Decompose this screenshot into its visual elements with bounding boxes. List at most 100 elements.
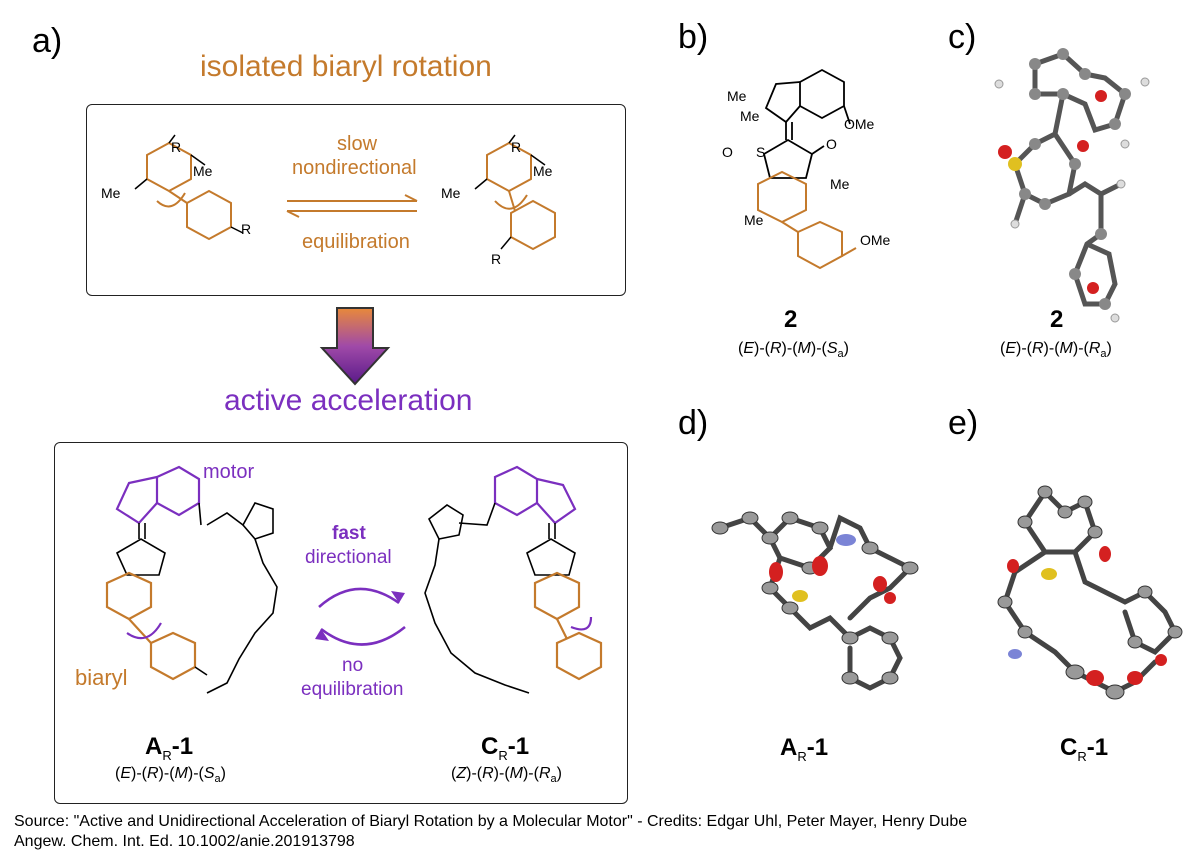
stereo-part: )-( xyxy=(158,765,175,782)
source-line-2: Angew. Chem. Int. Ed. 10.1002/anie.20191… xyxy=(14,833,355,850)
stereo-part: ( xyxy=(451,765,457,782)
stereo-part: )-( xyxy=(1072,340,1089,357)
top-scheme-box: R Me Me R slow nondirectional equilibrat… xyxy=(86,104,626,296)
e-suffix: -1 xyxy=(1086,734,1109,761)
d-main: A xyxy=(780,734,798,761)
stereo-part: ) xyxy=(220,765,226,782)
left-sub-r-top: R xyxy=(171,139,182,155)
stereo-part: ( xyxy=(738,340,744,357)
stereo-part: )-( xyxy=(1043,340,1060,357)
stereo-part: ) xyxy=(843,340,849,357)
panel-d-crystal-structure xyxy=(711,511,919,691)
compound-ar1-sub: R xyxy=(162,747,172,763)
d-suffix: -1 xyxy=(806,734,829,761)
stereo-part: ) xyxy=(556,765,562,782)
left-macrocycle-molecule xyxy=(105,465,278,694)
stereo-part: )-( xyxy=(466,765,483,782)
b-me-2: Me xyxy=(740,108,760,124)
stereo-part: E xyxy=(120,765,131,782)
stereo-part: M xyxy=(509,765,523,782)
panel-b-structure xyxy=(757,68,857,270)
label-nondirectional: nondirectional xyxy=(292,157,417,179)
stereo-part: a xyxy=(550,773,557,786)
panel-label-c: c) xyxy=(948,18,977,56)
gradient-down-arrow xyxy=(319,307,391,386)
label-no-equilibration: equilibration xyxy=(301,679,404,700)
stereo-part: )-( xyxy=(810,340,827,357)
stereo-part: a xyxy=(214,773,221,786)
compound-label-ar1: AR-1 xyxy=(145,733,193,763)
label-motor: motor xyxy=(203,461,255,483)
e-main: C xyxy=(1060,734,1078,761)
stereo-part: M xyxy=(174,765,188,782)
stereo-part: )-( xyxy=(1016,340,1032,357)
label-slow: slow xyxy=(337,133,378,155)
stereo-part: R xyxy=(1088,340,1101,357)
e-compound-label: CR-1 xyxy=(1060,734,1108,764)
b-me-4: Me xyxy=(744,212,764,228)
stereo-part: a xyxy=(837,348,844,361)
stereo-part: R xyxy=(769,340,782,357)
stereo-cr1: (Z)-(R)-(M)-(Ra) xyxy=(451,765,562,785)
b-ome-bottom: OMe xyxy=(860,232,891,248)
stereo-part: S xyxy=(203,765,215,782)
c-stereo: (E)-(R)-(M)-(Ra) xyxy=(1000,340,1112,360)
b-me-1: Me xyxy=(727,88,747,104)
right-macrocycle-molecule xyxy=(424,465,603,694)
right-sub-r-top: R xyxy=(511,139,522,155)
stereo-part: Z xyxy=(456,765,467,782)
stereo-part: )-( xyxy=(781,340,798,357)
stereo-part: E xyxy=(743,340,754,357)
stereo-part: R xyxy=(482,765,494,782)
panel-e-crystal-structure xyxy=(997,485,1183,700)
cyclic-arrows xyxy=(315,587,406,646)
d-sub: R xyxy=(797,748,807,764)
b-carbonyl-o: O xyxy=(826,136,837,152)
stereo-part: M xyxy=(797,340,811,357)
stereo-part: )-( xyxy=(522,765,539,782)
stereo-part: S xyxy=(826,340,838,357)
stereo-part: )-( xyxy=(131,765,147,782)
panel-label-b: b) xyxy=(678,18,709,56)
stereo-part: ( xyxy=(1000,340,1006,357)
panel-c-crystal-structure xyxy=(994,48,1150,323)
b-stereo: (E)-(R)-(M)-(Sa) xyxy=(738,340,849,360)
stereo-part: M xyxy=(1059,340,1073,357)
left-sub-r-bottom: R xyxy=(241,221,252,237)
panel-label-d: d) xyxy=(678,404,709,442)
stereo-part: R xyxy=(1031,340,1044,357)
heading-active: active acceleration xyxy=(224,384,473,417)
stereo-ar1: (E)-(R)-(M)-(Sa) xyxy=(115,765,226,785)
stereo-part: a xyxy=(1100,348,1107,361)
stereo-part: R xyxy=(146,765,159,782)
left-sub-me-left: Me xyxy=(101,185,121,201)
b-me-3: Me xyxy=(830,176,850,192)
compound-ar1-main: A xyxy=(145,733,163,760)
compound-cr1-main: C xyxy=(481,733,499,760)
compound-cr1-sub: R xyxy=(498,747,508,763)
label-fast: fast xyxy=(332,523,366,544)
b-sulfoxide-o: O xyxy=(722,144,733,160)
stereo-part: ( xyxy=(115,765,121,782)
b-compound-number: 2 xyxy=(784,306,798,333)
stereo-part: )-( xyxy=(754,340,770,357)
c-compound-number: 2 xyxy=(1050,306,1064,333)
compound-ar1-suffix: -1 xyxy=(171,733,194,760)
stereo-part: E xyxy=(1005,340,1016,357)
label-equilibration-top: equilibration xyxy=(302,231,410,253)
b-ome-top: OMe xyxy=(844,116,875,132)
label-no: no xyxy=(342,655,364,676)
left-biaryl-molecule xyxy=(134,134,244,241)
left-sub-me-right: Me xyxy=(193,163,213,179)
label-directional: directional xyxy=(305,547,392,568)
right-biaryl-molecule xyxy=(474,134,556,251)
stereo-part: )-( xyxy=(187,765,204,782)
panel-label-e: e) xyxy=(948,404,979,442)
equilibrium-arrows xyxy=(286,194,418,218)
source-line-1: Source: "Active and Unidirectional Accel… xyxy=(14,813,968,830)
bottom-scheme-box: motor biaryl fast directional no equilib… xyxy=(54,442,628,804)
stereo-part: )-( xyxy=(493,765,510,782)
right-sub-r-bottom: R xyxy=(491,251,502,267)
stereo-part: R xyxy=(538,765,551,782)
right-sub-me-left: Me xyxy=(441,185,461,201)
